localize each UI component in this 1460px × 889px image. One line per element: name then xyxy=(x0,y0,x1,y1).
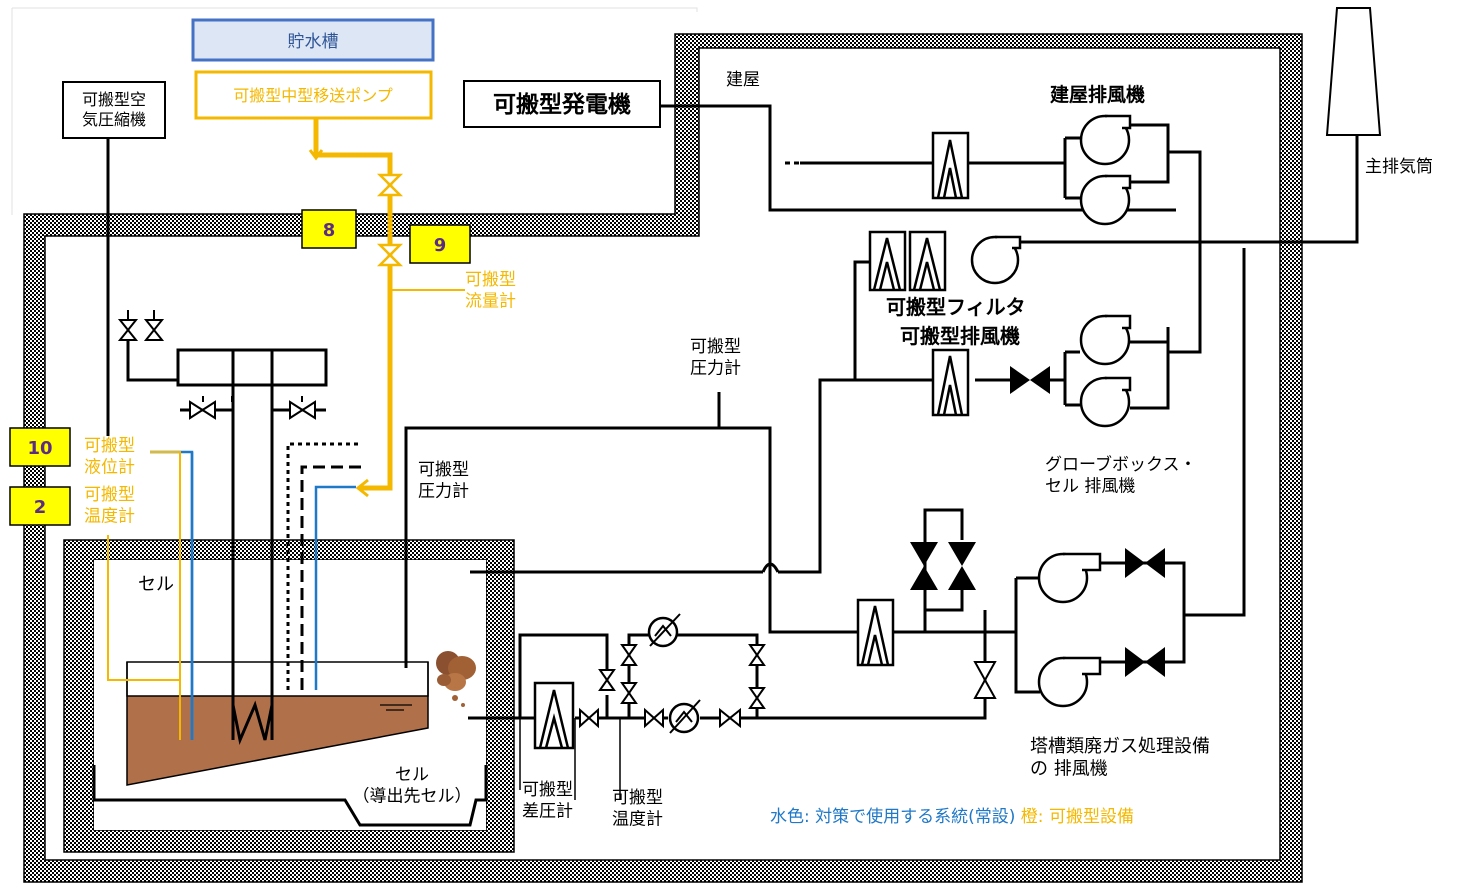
diff-pressure-label: 可搬型差圧計 xyxy=(522,780,573,821)
marker-10: 10 xyxy=(27,438,52,459)
temp-meter-bottom-label: 可搬型温度計 xyxy=(612,788,663,829)
flow-meter-label: 可搬型流量計 xyxy=(465,270,516,311)
building-label: 建屋 xyxy=(726,70,760,90)
water-tank-label: 貯水槽 xyxy=(288,32,339,52)
legend-text: 水色: 対策で使用する系統(常設) 橙: 可搬型設備 xyxy=(770,806,1134,827)
glovebox-fan-label: グローブボックス・セル 排風機 xyxy=(1045,454,1196,496)
fans xyxy=(970,114,1131,708)
building-exhaust-fan-label: 建屋排風機 xyxy=(1050,83,1145,106)
leak-cloud xyxy=(436,651,476,707)
small-valves xyxy=(117,319,997,729)
pressure-gauge-cell-label: 可搬型圧力計 xyxy=(418,460,469,501)
pump-box xyxy=(194,70,433,120)
orange-valves xyxy=(376,173,404,267)
main-stack-label: 主排気筒 xyxy=(1365,157,1433,177)
tank-exhaust-fan-label: 塔槽類廃ガス処理設備の 排風機 xyxy=(1030,736,1210,780)
marker-boxes xyxy=(9,209,471,526)
cell-dest-label: セル（導出先セル） xyxy=(353,765,472,806)
solid-valves xyxy=(910,366,1165,677)
marker-8: 8 xyxy=(323,220,336,241)
tank xyxy=(126,661,429,786)
pump-label: 可搬型中型移送ポンプ xyxy=(233,86,393,105)
main-stack xyxy=(1325,7,1382,136)
orange-leaders xyxy=(107,289,465,740)
marker-2: 2 xyxy=(34,497,47,518)
portable-exhaust-fan-label: 可搬型排風機 xyxy=(900,324,1020,348)
compressor-box xyxy=(62,81,166,139)
marker-9: 9 xyxy=(434,235,447,256)
orange-supply xyxy=(308,118,393,498)
cell-label: セル xyxy=(138,574,174,595)
level-meter-label: 可搬型液位計 xyxy=(84,436,135,477)
water-tank-box xyxy=(191,18,435,62)
generator-label: 可搬型発電機 xyxy=(493,91,631,118)
building-wall xyxy=(23,33,1303,883)
compressor-label: 可搬型空気圧縮機 xyxy=(82,90,146,129)
generator-box xyxy=(463,80,661,128)
pressure-gauge-upper-label: 可搬型圧力計 xyxy=(690,337,741,378)
portable-filter-label: 可搬型フィルタ xyxy=(886,295,1026,319)
temp-meter-left-label: 可搬型温度計 xyxy=(84,485,135,526)
